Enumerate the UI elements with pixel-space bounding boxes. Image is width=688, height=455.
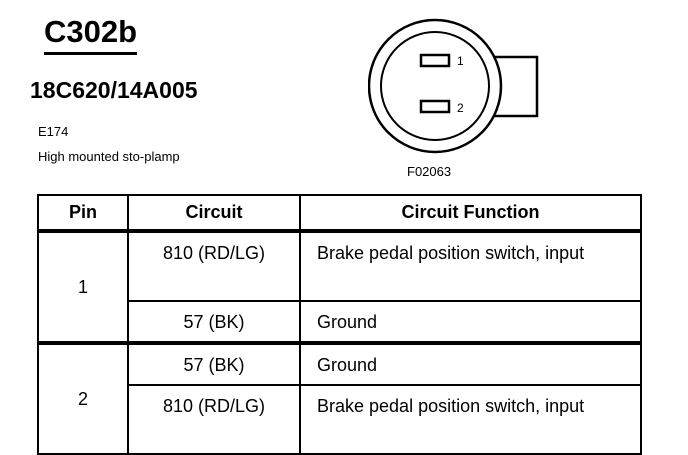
connector-face-drawing: 1 2 — [368, 18, 539, 154]
circuit-cell: 57 (BK) — [127, 341, 301, 386]
circuit-cell: 57 (BK) — [127, 300, 301, 344]
pin-circuit-table: Pin Circuit Circuit Function 1 810 (RD/L… — [37, 194, 642, 455]
connector-inner-ring — [380, 31, 490, 141]
pin-number-cell: 2 — [37, 341, 129, 455]
pin-1-terminal — [419, 53, 451, 68]
table-row: 2 57 (BK) Ground — [37, 341, 642, 455]
header-circuit-function: Circuit Function — [299, 194, 642, 232]
circuit-function-cell: Ground — [299, 341, 642, 386]
pin-1-label: 1 — [457, 54, 464, 68]
location-description: High mounted sto-plamp — [38, 149, 180, 164]
header-circuit: Circuit — [127, 194, 301, 232]
pin-2-label: 2 — [457, 101, 464, 115]
table-row: 810 (RD/LG) Brake pedal position switch,… — [38, 384, 642, 455]
header-pin: Pin — [37, 194, 129, 232]
circuit-function-cell: Brake pedal position switch, input — [299, 229, 642, 302]
table-row: 1 810 (RD/LG) Brake pedal position switc… — [37, 229, 642, 344]
table-row: 57 (BK) Ground — [38, 300, 642, 344]
part-number: 18C620/14A005 — [30, 77, 198, 103]
connector-id: C302b — [44, 14, 138, 55]
circuit-function-cell: Ground — [299, 300, 642, 344]
circuit-cell: 810 (RD/LG) — [127, 384, 301, 455]
connector-latch-tab — [490, 55, 539, 118]
circuit-cell: 810 (RD/LG) — [127, 229, 301, 302]
pin-2-terminal — [419, 99, 451, 114]
location-code: E174 — [38, 124, 69, 139]
pin-number-cell: 1 — [37, 229, 129, 344]
circuit-function-cell: Brake pedal position switch, input — [299, 384, 642, 455]
table-header-row: Pin Circuit Circuit Function — [37, 194, 642, 232]
figure-code: F02063 — [407, 164, 452, 179]
